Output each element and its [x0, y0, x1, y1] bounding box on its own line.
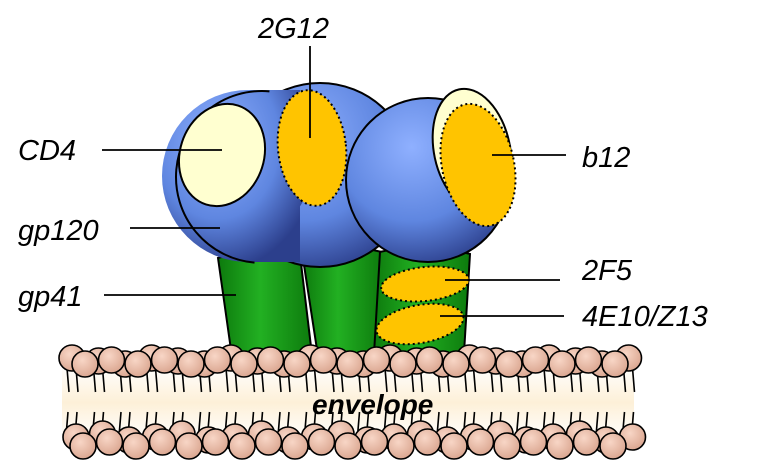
lipid-head	[97, 429, 123, 455]
lipid-head	[282, 433, 308, 459]
lipid-head	[468, 429, 494, 455]
lipid-head	[415, 429, 441, 455]
gp41-label: gp41	[18, 281, 83, 313]
lipid-head	[335, 433, 361, 459]
lipid-head	[72, 351, 98, 377]
lipid-head	[576, 347, 602, 373]
lipid-head	[470, 347, 496, 373]
lipid-head	[229, 433, 255, 459]
lipid-head	[123, 433, 149, 459]
lipid-head	[150, 429, 176, 455]
lipid-head	[70, 433, 96, 459]
4e10-z13-label: 4E10/Z13	[582, 301, 708, 333]
lipid-head	[441, 433, 467, 459]
gp120-label: gp120	[18, 215, 99, 247]
lipid-head	[311, 347, 337, 373]
lipid-head	[205, 347, 231, 373]
lipid-head	[284, 351, 310, 377]
lipid-head	[549, 351, 575, 377]
lipid-head	[309, 429, 335, 455]
2g12-label: 2G12	[257, 13, 329, 45]
gp41-stalk-left	[218, 251, 312, 359]
lipid-head	[231, 351, 257, 377]
lipid-head	[99, 347, 125, 373]
lipid-head	[258, 347, 284, 373]
lipid-head	[390, 351, 416, 377]
lipid-head	[125, 351, 151, 377]
b12-label: b12	[582, 142, 630, 174]
lipid-head	[362, 429, 388, 455]
lipid-head	[547, 433, 573, 459]
lipid-head	[443, 351, 469, 377]
lipid-head	[523, 347, 549, 373]
lipid-head	[337, 351, 363, 377]
lipid-head	[203, 429, 229, 455]
lipid-head	[600, 433, 626, 459]
lipid-head	[256, 429, 282, 455]
lipid-head	[494, 433, 520, 459]
2f5-label: 2F5	[581, 255, 633, 287]
lipid-head	[417, 347, 443, 373]
lipid-head	[176, 433, 202, 459]
lipid-head	[178, 351, 204, 377]
lipid-head	[152, 347, 178, 373]
lipid-head	[496, 351, 522, 377]
lipid-head	[388, 433, 414, 459]
envelope-label: envelope	[312, 389, 433, 420]
lipid-head	[574, 429, 600, 455]
lipid-head	[364, 347, 390, 373]
lipid-head	[521, 429, 547, 455]
cd4-label: CD4	[18, 135, 76, 167]
lipid-head	[602, 351, 628, 377]
